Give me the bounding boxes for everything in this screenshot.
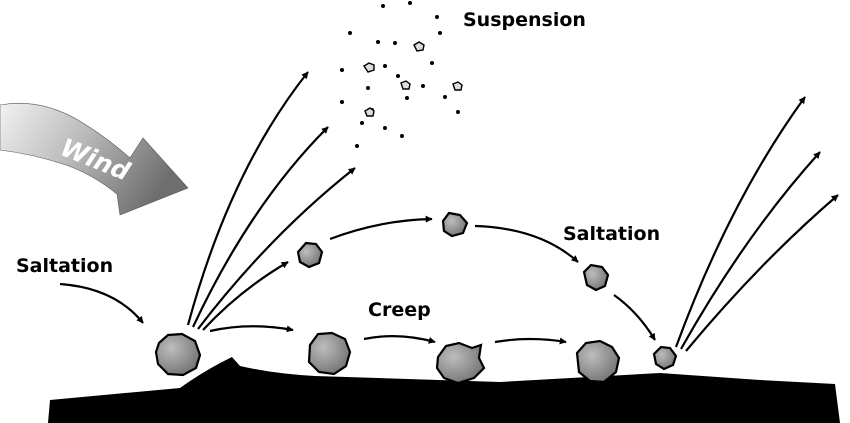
grain-saltation-4: [652, 345, 678, 371]
sand-grains: [154, 211, 678, 385]
wind-arrow: Wind: [0, 103, 189, 216]
grain-creep-1: [307, 331, 352, 376]
right-launch-arrows: [674, 96, 839, 352]
creep-label: Creep: [368, 299, 431, 321]
grain-saltation-2: [441, 211, 469, 238]
suspension-dust: [340, 1, 463, 148]
saltation-label-left: Saltation: [16, 255, 113, 277]
left-launch-arrows: [186, 71, 356, 333]
grain-saltation-1: [296, 241, 324, 269]
grain-launch: [154, 332, 202, 377]
suspension-label: Suspension: [463, 9, 586, 31]
creep-arrows: [363, 335, 567, 345]
ground-surface: [48, 357, 840, 423]
saltation-label-right: Saltation: [563, 223, 660, 245]
grain-saltation-3: [582, 263, 610, 292]
saltation-path-arrows: [59, 215, 656, 341]
grain-creep-3: [575, 339, 621, 384]
grain-creep-2: [435, 341, 486, 385]
